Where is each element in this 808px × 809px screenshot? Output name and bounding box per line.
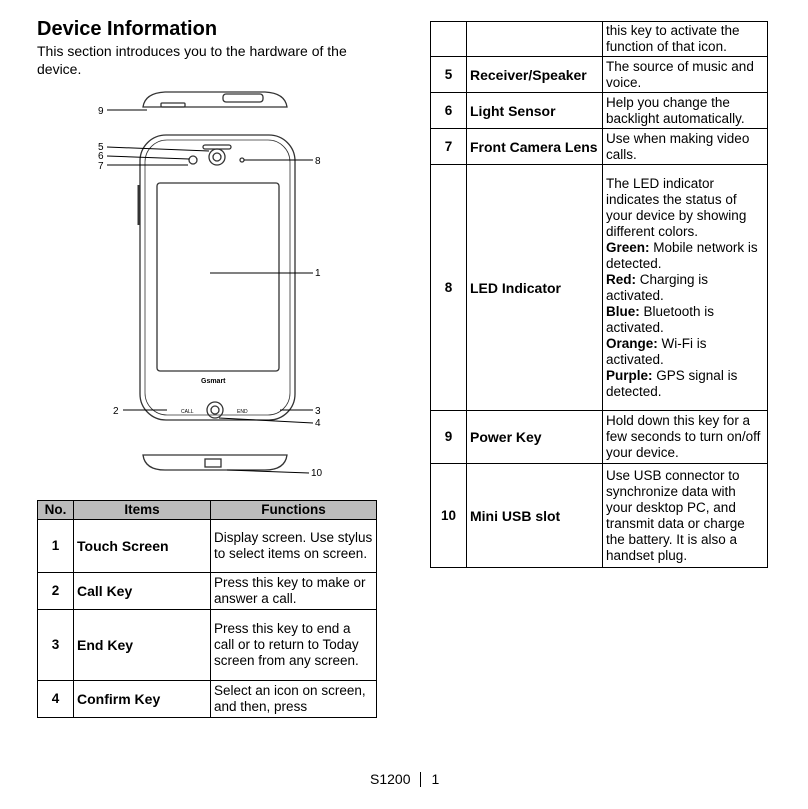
led-blue: Blue: Bluetooth is activated. [606,303,715,335]
table-header-row: No. Items Functions [37,500,377,520]
table-row: 5 Receiver/Speaker The source of music a… [430,56,768,93]
led-red: Red: Charging is activated. [606,271,709,303]
row-no: 8 [430,164,467,411]
table-row: 7 Front Camera Lens Use when making vide… [430,128,768,165]
call-key-label: CALL [181,409,194,415]
row-function: Hold down this key for a few seconds to … [602,410,768,464]
row-no: 10 [430,463,467,568]
table-row: this key to activate the function of tha… [430,21,768,57]
top-view-outline [142,91,288,108]
row-item: Power Key [466,410,603,464]
led-orange: Orange: Wi-Fi is activated. [606,335,707,367]
row-item: End Key [73,609,211,681]
led-purple: Purple: GPS signal is detected. [606,367,738,399]
screen-shape [156,182,280,372]
row-function: this key to activate the function of tha… [602,21,768,57]
row-function: Press this key to end a call or to retur… [210,609,377,681]
row-item: Confirm Key [73,680,211,718]
led-green: Green: Mobile network is detected. [606,239,758,271]
page-footer: S1200 1 [370,771,439,787]
page-number: 1 [431,771,440,787]
row-item: Receiver/Speaker [466,56,603,93]
table-row: 2 Call Key Press this key to make or ans… [37,572,377,610]
functions-table-right: this key to activate the function of tha… [430,21,768,568]
callout-9: 9 [98,106,104,117]
callout-6: 6 [98,151,104,162]
row-no: 4 [37,680,74,718]
row-no: 3 [37,609,74,681]
model-name: S1200 [370,771,411,787]
device-body [139,134,296,421]
page-title: Device Information [37,18,218,40]
header-items: Items [73,500,211,520]
brand-logo: Gsmart [201,378,226,385]
callout-3: 3 [315,406,321,417]
intro-text: This section introduces you to the hardw… [37,43,347,77]
header-no: No. [37,500,74,520]
row-no: 2 [37,572,74,610]
bottom-view-outline [142,454,288,471]
end-key-label: END [237,409,248,415]
row-no: 7 [430,128,467,165]
light-sensor-shape [188,155,198,165]
table-row: 4 Confirm Key Select an icon on screen, … [37,680,377,718]
led-intro: The LED indicator indicates the status o… [606,175,747,239]
callout-4: 4 [315,418,321,429]
table-row: 10 Mini USB slot Use USB connector to sy… [430,463,768,568]
callout-5: 5 [98,142,104,153]
row-function: Display screen. Use stylus to select ite… [210,519,377,573]
device-diagram: Gsmart CALL END 9 5 6 7 8 1 2 3 4 10 [98,91,323,479]
row-item: Front Camera Lens [466,128,603,165]
callout-10: 10 [311,468,323,479]
row-function: Use when making video calls. [602,128,768,165]
usb-port-shape [204,458,222,468]
row-function: The LED indicator indicates the status o… [602,164,768,411]
header-functions: Functions [210,500,377,520]
row-item: Touch Screen [73,519,211,573]
row-function: Select an icon on screen, and then, pres… [210,680,377,718]
row-item: Mini USB slot [466,463,603,568]
row-function: The source of music and voice. [602,56,768,93]
row-item: Call Key [73,572,211,610]
row-function: Help you change the backlight automatica… [602,92,768,129]
row-no: 1 [37,519,74,573]
functions-table-left: No. Items Functions 1 Touch Screen Displ… [37,500,377,718]
footer-divider [420,771,422,787]
top-view-power-key-shape [160,102,186,108]
row-no: 9 [430,410,467,464]
row-function: Use USB connector to synchronize data wi… [602,463,768,568]
table-row: 6 Light Sensor Help you change the backl… [430,92,768,129]
row-item: LED Indicator [466,164,603,411]
row-no: 6 [430,92,467,129]
confirm-key-shape [206,401,224,419]
row-no: 5 [430,56,467,93]
callout-1: 1 [315,268,321,279]
table-row: 8 LED Indicator The LED indicator indica… [430,164,768,411]
callout-8: 8 [315,156,321,167]
table-row: 9 Power Key Hold down this key for a few… [430,410,768,464]
callout-2: 2 [113,406,119,417]
table-row: 3 End Key Press this key to end a call o… [37,609,377,681]
row-function: Press this key to make or answer a call. [210,572,377,610]
row-item: Light Sensor [466,92,603,129]
table-row: 1 Touch Screen Display screen. Use stylu… [37,519,377,573]
callout-7: 7 [98,161,104,172]
camera-lens-shape [208,148,226,166]
